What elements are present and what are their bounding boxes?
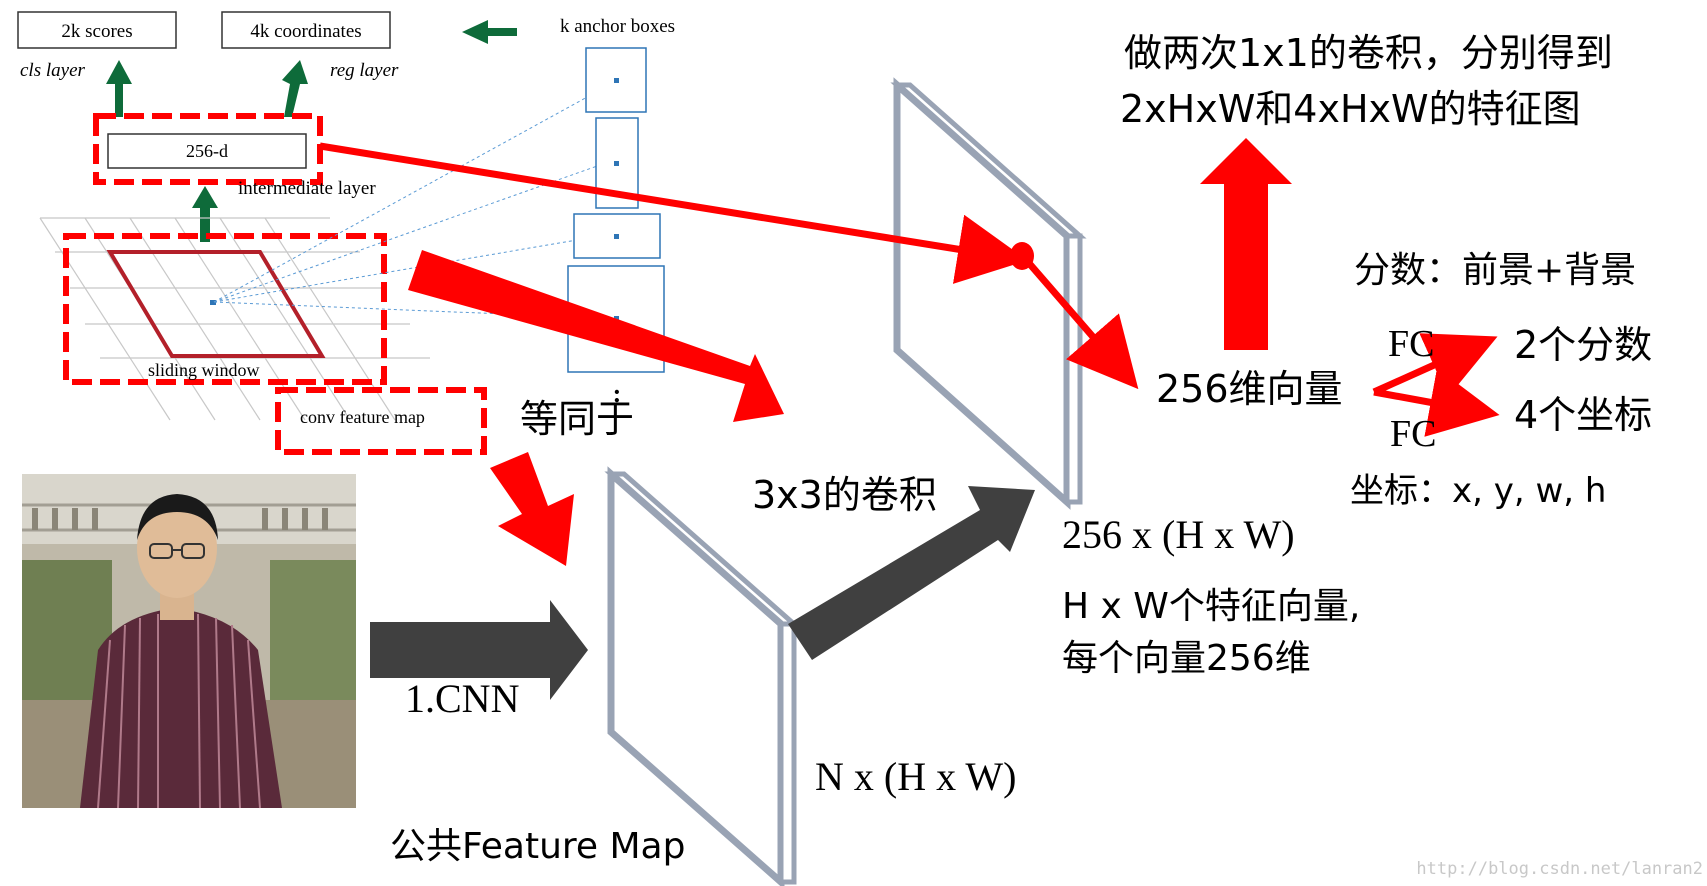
reg-coords-box (221, 11, 391, 49)
coord-desc: 坐标：x, y, w, h (1350, 471, 1606, 511)
annotations: 等同于 3x3的卷积 1.CNN 公共Feature Map N x (H x … (390, 31, 1703, 879)
vec256-label: 256维向量 (1156, 367, 1343, 411)
conv1x1-line1: 做两次1x1的卷积，分别得到 (1124, 31, 1613, 75)
equivalent-label: 等同于 (520, 397, 634, 441)
conv3x3-label: 3x3的卷积 (752, 473, 937, 517)
anchor-ellipsis: : (613, 379, 622, 408)
cls-layer-label: cls layer (20, 60, 86, 81)
sliding-window-center (210, 300, 216, 305)
shared-feature-map-slab (604, 466, 801, 886)
shared-feature-map-label: 公共Feature Map (390, 826, 685, 867)
intermediate-box-label: 256-d (186, 141, 228, 161)
cnn-label: 1.CNN (405, 676, 519, 721)
watermark: http://blog.csdn.net/lanran2 (1416, 859, 1703, 879)
nxhxw-label: N x (H x W) (815, 754, 1016, 799)
feature-point-marker (1010, 242, 1034, 270)
sliding-window-frame (106, 250, 326, 358)
four-coords-label: 4个坐标 (1514, 393, 1652, 437)
sliding-window-label: sliding window (148, 360, 260, 380)
conv1x1-line2: 2xHxW和4xHxW的特征图 (1120, 87, 1581, 131)
hw-vectors-line2: 每个向量256维 (1062, 638, 1311, 679)
cls-scores-box (17, 11, 177, 49)
anchor-centers (614, 78, 619, 321)
red-arrow-icon (408, 250, 784, 422)
cls-scores-label: 2k scores (61, 21, 132, 42)
intermediate-layer-label: intermediate layer (238, 178, 376, 199)
anchor-projection-lines (213, 89, 601, 319)
conv-region-dashed-border (63, 233, 387, 385)
dim256-label: 256 x (H x W) (1062, 512, 1295, 557)
conv-arrow-icon (788, 486, 1035, 660)
fc-top-label: FC (1388, 323, 1434, 365)
reg-layer-label: reg layer (330, 60, 399, 81)
green-arrow-icon (106, 20, 517, 242)
fc-bottom-label: FC (1390, 413, 1436, 455)
two-scores-label: 2个分数 (1514, 323, 1652, 367)
conv-feature-map-dashed-border (275, 387, 487, 455)
hw-vectors-line1: H x W个特征向量, (1062, 586, 1360, 627)
cnn-arrow-icon (370, 600, 588, 700)
thin-red-arrows (319, 142, 1139, 390)
conv-feature-map-label: conv feature map (300, 407, 425, 427)
rpn-schematic: 2k scores 4k coordinates cls layer reg l… (17, 11, 675, 455)
input-photo (22, 474, 356, 809)
fc-fork-arrows (1372, 333, 1500, 437)
score-desc: 分数：前景+背景 (1354, 250, 1636, 291)
anchor-boxes-label: k anchor boxes (560, 16, 675, 37)
red-up-arrow-icon (1200, 138, 1292, 350)
reg-coords-label: 4k coordinates (250, 21, 361, 42)
conv-feature-map-slab (890, 77, 1087, 510)
intermediate-box (107, 133, 307, 169)
red-arrow-icon (490, 452, 574, 566)
big-arrows (370, 138, 1292, 700)
